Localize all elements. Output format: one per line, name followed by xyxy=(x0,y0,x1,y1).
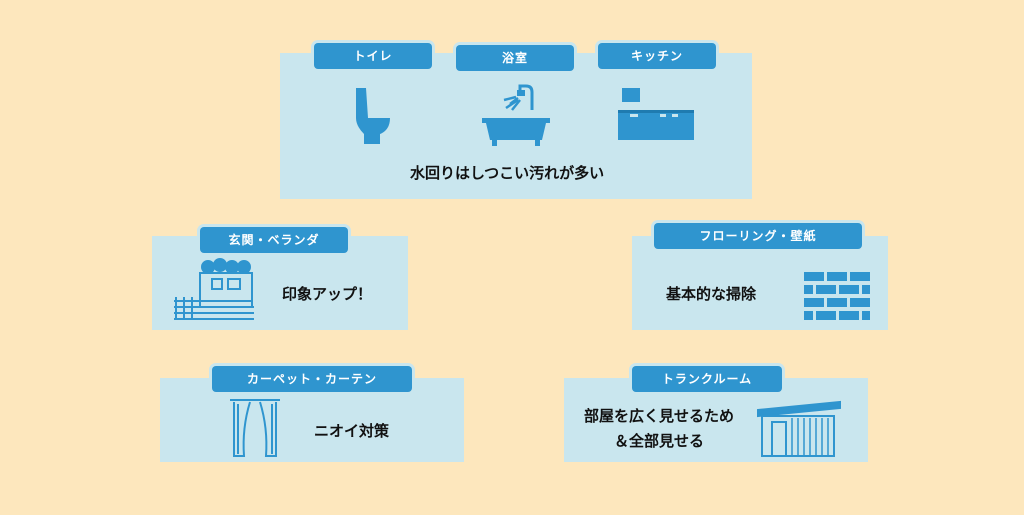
kitchen-icon xyxy=(618,88,694,140)
curtain-icon xyxy=(230,399,280,457)
tab-flooring: フローリング・壁紙 xyxy=(654,223,862,249)
brick-wall-icon xyxy=(804,272,870,320)
tab-toilet: トイレ xyxy=(314,43,432,69)
flooring-caption: 基本的な掃除 xyxy=(666,285,757,303)
entrance-caption: 印象アップ！ xyxy=(282,285,373,303)
water-area-caption: 水回りはしつこい汚れが多い xyxy=(410,164,605,182)
storage-shed-icon xyxy=(757,400,841,457)
tab-carpet: カーペット・カーテン xyxy=(212,366,412,392)
carpet-panel xyxy=(160,378,464,462)
toilet-icon xyxy=(356,88,390,144)
trunk-room-caption-line1: 部屋を広く見せるため xyxy=(584,407,735,425)
bathtub-icon xyxy=(482,84,550,146)
tab-bathroom: 浴室 xyxy=(456,45,574,71)
trunk-room-caption-line2: ＆全部見せる xyxy=(614,432,705,450)
tab-entrance: 玄関・ベランダ xyxy=(200,227,348,253)
carpet-caption: ニオイ対策 xyxy=(314,422,390,440)
house-icon xyxy=(174,258,254,320)
tab-trunk-room: トランクルーム xyxy=(632,366,782,392)
trunk-room-panel xyxy=(564,378,868,462)
tab-kitchen: キッチン xyxy=(598,43,716,69)
